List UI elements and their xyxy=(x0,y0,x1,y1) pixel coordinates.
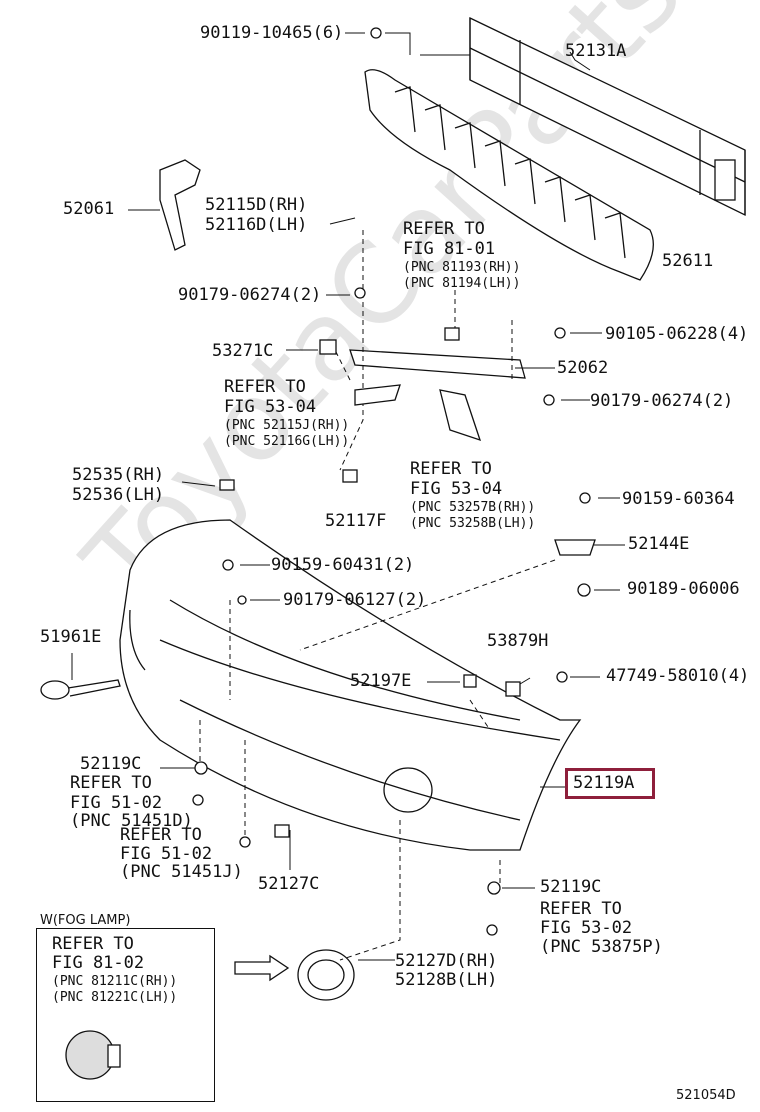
ref-53-04-b-line2[interactable]: FIG 53-04 xyxy=(410,479,503,499)
bumper-cover-52119a[interactable] xyxy=(119,519,582,851)
part-52119a[interactable]: 52119A xyxy=(573,773,635,793)
part-90105-06228[interactable]: 90105-06228(4) xyxy=(605,324,749,344)
part-90179-06274-b[interactable]: 90179-06274(2) xyxy=(590,391,734,411)
part-53879h[interactable]: 53879H xyxy=(487,631,549,651)
part-90179-06274-a[interactable]: 90179-06274(2) xyxy=(178,285,322,305)
ref-81-02-line4: (PNC 81221C(LH)) xyxy=(52,990,178,1005)
ref-81-02-line1: REFER TO xyxy=(52,934,134,954)
part-52144e[interactable]: 52144E xyxy=(628,534,690,554)
part-90119-10465[interactable]: 90119-10465(6) xyxy=(200,23,344,43)
ref-51-02-a-line2[interactable]: FIG 51-02 xyxy=(70,793,163,813)
part-52611[interactable]: 52611 xyxy=(662,251,714,271)
ref-51-02-a-line1: REFER TO xyxy=(70,773,152,793)
ref-81-02-line2[interactable]: FIG 81-02 xyxy=(52,953,145,973)
ref-53-04-a-line1: REFER TO xyxy=(224,377,306,397)
ref-53-04-b-line4: (PNC 53258B(LH)) xyxy=(410,516,536,531)
ref-81-01-line2[interactable]: FIG 81-01 xyxy=(403,239,496,259)
part-52062[interactable]: 52062 xyxy=(557,358,609,378)
part-90189-06006[interactable]: 90189-06006 xyxy=(627,579,740,599)
part-52535[interactable]: 52535(RH) xyxy=(72,465,165,485)
part-52117f[interactable]: 52117F xyxy=(325,511,387,531)
part-47749-58010[interactable]: 47749-58010(4) xyxy=(606,666,750,686)
ref-53-04-a-line4: (PNC 52116G(LH)) xyxy=(224,434,350,449)
part-52061[interactable]: 52061 xyxy=(63,199,115,219)
ref-53-04-b-line3: (PNC 53257B(RH)) xyxy=(410,500,536,515)
ref-81-01-line4: (PNC 81194(LH)) xyxy=(403,276,521,291)
ref-53-02-line2[interactable]: FIG 53-02 xyxy=(540,918,633,938)
ref-81-01-line3: (PNC 81193(RH)) xyxy=(403,260,521,275)
fastener-icons xyxy=(192,27,596,936)
part-52197e[interactable]: 52197E xyxy=(350,671,412,691)
part-90159-60364[interactable]: 90159-60364 xyxy=(622,489,735,509)
ref-51-02-b-line3: (PNC 51451J) xyxy=(120,862,243,882)
support-52062[interactable] xyxy=(349,349,526,379)
fog-lamp[interactable] xyxy=(65,1030,121,1080)
part-52119c-b[interactable]: 52119C xyxy=(540,877,602,897)
part-53271c[interactable]: 53271C xyxy=(212,341,274,361)
highlight-frame xyxy=(565,768,655,799)
ref-81-02-line3: (PNC 81211C(RH)) xyxy=(52,974,178,989)
part-52131a[interactable]: 52131A xyxy=(565,41,627,61)
reinforcement-52131a[interactable] xyxy=(469,16,746,217)
part-51961e[interactable]: 51961E xyxy=(40,627,102,647)
ref-53-04-a-line3: (PNC 52115J(RH)) xyxy=(224,418,350,433)
part-90159-60431[interactable]: 90159-60431(2) xyxy=(271,555,415,575)
ref-53-04-b-line1: REFER TO xyxy=(410,459,492,479)
tow-hook-51961e[interactable] xyxy=(40,679,121,700)
part-52115d[interactable]: 52115D(RH) xyxy=(205,195,308,215)
absorber-52611[interactable] xyxy=(364,69,654,281)
ref-51-02-b-line2[interactable]: FIG 51-02 xyxy=(120,844,213,864)
arrow-icon xyxy=(234,954,290,982)
part-52536[interactable]: 52536(LH) xyxy=(72,485,165,505)
part-52116d[interactable]: 52116D(LH) xyxy=(205,215,308,235)
part-52127c[interactable]: 52127C xyxy=(258,874,320,894)
ref-53-02-line3: (PNC 53875P) xyxy=(540,937,663,957)
ref-51-02-b-line1: REFER TO xyxy=(120,825,202,845)
part-52127d[interactable]: 52127D(RH) xyxy=(395,951,498,971)
part-52119c-a[interactable]: 52119C xyxy=(80,754,142,774)
fog-lamp-box xyxy=(36,928,215,1102)
ref-81-01-line1: REFER TO xyxy=(403,219,485,239)
part-52128b[interactable]: 52128B(LH) xyxy=(395,970,498,990)
bracket-52061[interactable] xyxy=(159,159,201,251)
diagram-code: 521054D xyxy=(676,1088,736,1103)
fog-cover-52127d[interactable] xyxy=(297,949,355,1001)
part-90179-06127[interactable]: 90179-06127(2) xyxy=(283,590,427,610)
fog-lamp-label: W(FOG LAMP) xyxy=(40,913,131,928)
ref-53-04-a-line2[interactable]: FIG 53-04 xyxy=(224,397,317,417)
ref-51-02-a-line3: (PNC 51451D) xyxy=(70,811,193,831)
ref-53-02-line1: REFER TO xyxy=(540,899,622,919)
